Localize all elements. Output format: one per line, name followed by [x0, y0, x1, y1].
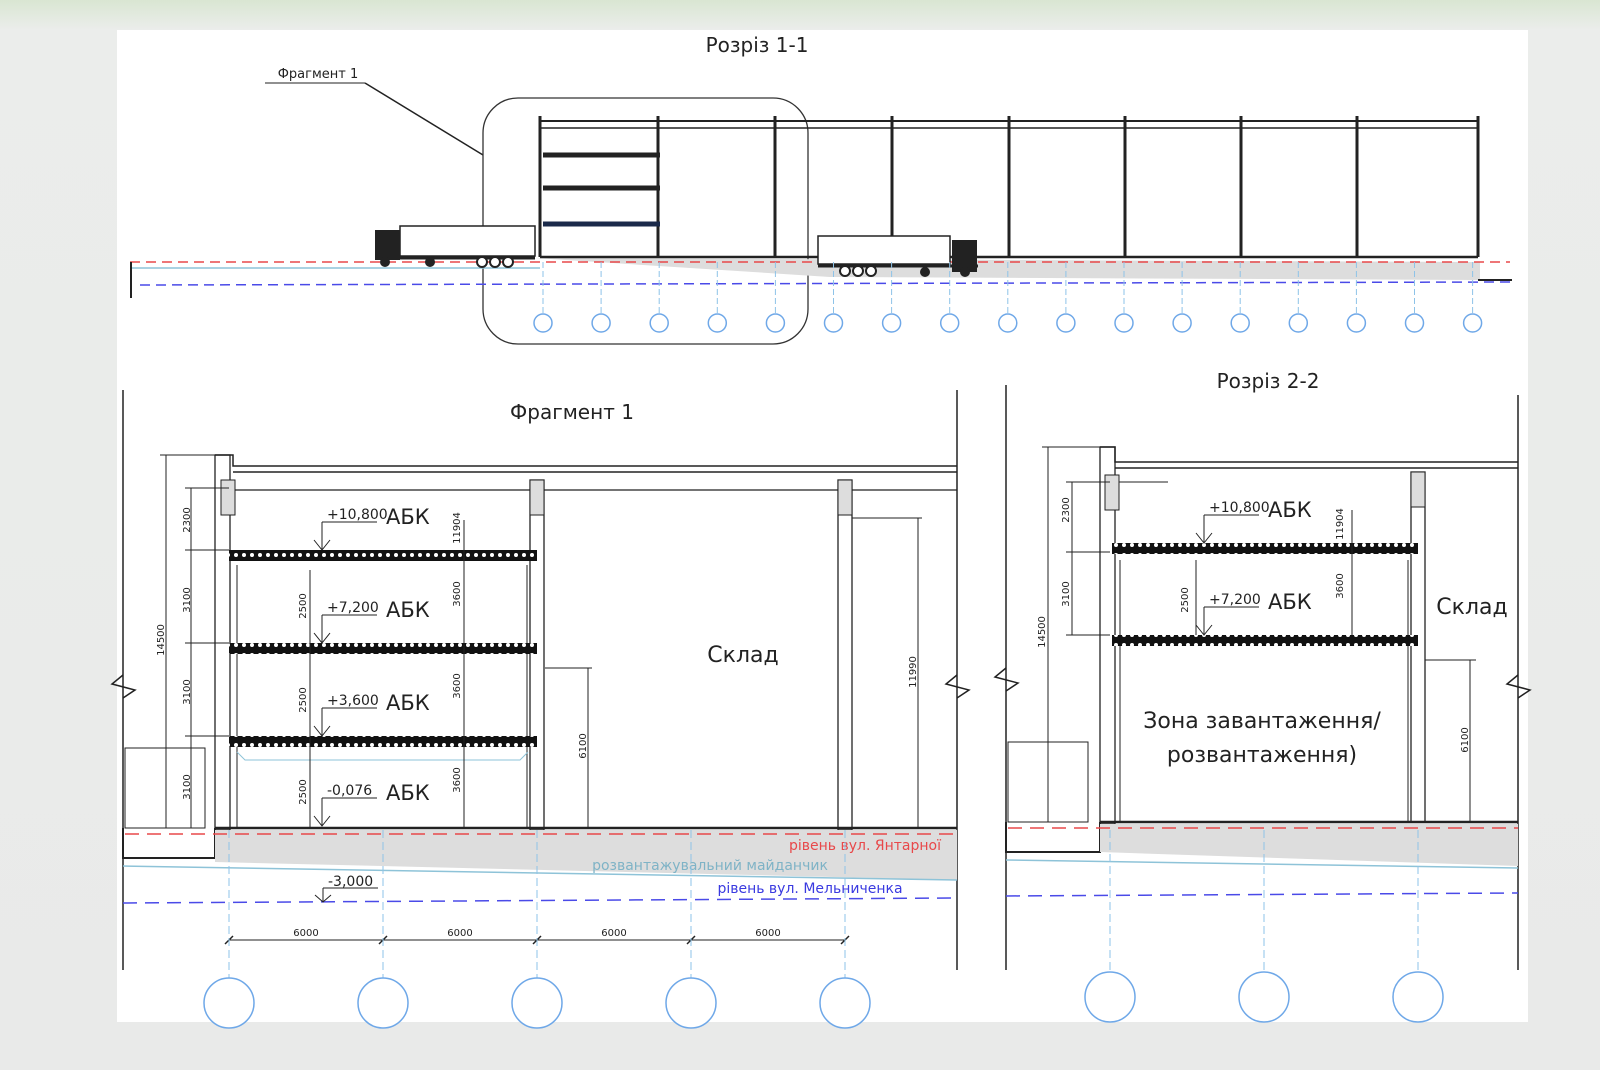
dim-total: 14500 [156, 624, 167, 656]
section-1-title: Розріз 1-1 [706, 33, 809, 57]
section-1-1: Розріз 1-1 Фрагмент 1 [130, 33, 1512, 345]
grid-axis-marker [1238, 971, 1290, 1023]
loading-area-label: розвантажувальний майданчик [592, 858, 828, 874]
grid-axis-marker [591, 313, 611, 333]
grid-axis-marker [1114, 313, 1134, 333]
level-label: АБК [386, 505, 430, 529]
span-dimension: 6000 [601, 928, 626, 939]
grid-axis-marker [357, 977, 409, 1029]
dim-text: 2300 [1061, 497, 1072, 522]
fragment-callout-label: Фрагмент 1 [278, 67, 359, 82]
section-2-title: Розріз 2-2 [1217, 369, 1320, 393]
level-elevation: +3,600 [327, 693, 379, 709]
grid-axis-marker [819, 977, 871, 1029]
level-label: АБК [1268, 590, 1312, 614]
floor-slab [229, 550, 537, 561]
dim-total-2: 14500 [1037, 616, 1048, 648]
grid-axis-marker [1404, 313, 1425, 333]
dim-text: 2500 [298, 593, 309, 618]
level-melnychenka-label: рівень вул. Мельниченка [717, 881, 902, 897]
grid-axis-marker [649, 313, 669, 333]
span-dimension: 6000 [447, 928, 472, 939]
blue-level-line [139, 281, 1511, 286]
grid-axis-marker [203, 977, 255, 1029]
grid-axis-marker [998, 313, 1018, 333]
level-label: АБК [386, 691, 430, 715]
level-label: АБК [1268, 498, 1312, 522]
dim-text: 11904 [1335, 508, 1346, 540]
floor-slab [1112, 543, 1418, 554]
dim-text: 3600 [452, 581, 463, 606]
grid-axis-marker [881, 313, 902, 333]
dim-text: 2500 [1180, 587, 1191, 612]
ground-elevation: -3,000 [328, 874, 373, 890]
span-dimension: 6000 [755, 928, 780, 939]
dim-text: 3600 [452, 767, 463, 792]
floor-slab [229, 643, 537, 654]
floor-slab [229, 736, 537, 747]
grid-axis-marker [1346, 313, 1367, 333]
grid-axis-marker [1288, 313, 1309, 333]
callout-leader [364, 82, 484, 156]
level-label: АБК [386, 598, 430, 622]
grid-axis-marker [1392, 971, 1444, 1023]
grid-axes-fragment-1 [203, 830, 871, 1029]
dim-text: 3600 [1335, 573, 1346, 598]
dim-text: 3600 [452, 673, 463, 698]
warehouse-label-2: Склад [1436, 595, 1507, 620]
warehouse-label: Склад [707, 643, 778, 668]
dim-text: 6100 [578, 733, 589, 758]
fragment-1-title: Фрагмент 1 [510, 400, 634, 424]
span-dimension: 6000 [293, 928, 318, 939]
grid-axes-section-1 [533, 262, 1483, 333]
level-yantarna-label: рівень вул. Янтарної [789, 838, 941, 854]
level-elevation: +7,200 [327, 600, 379, 616]
grid-axis-marker [1230, 313, 1250, 333]
dim-text: 2500 [298, 687, 309, 712]
level-label: АБК [386, 781, 430, 805]
level-elevation: -0,076 [327, 783, 372, 799]
loading-zone-label-line2: розвантаження) [1167, 743, 1357, 768]
dim-text: 3100 [182, 774, 193, 799]
grid-axes-section-2 [1084, 830, 1444, 1023]
dim-text: 2300 [182, 507, 193, 532]
grid-axis-marker [939, 313, 960, 333]
grid-axis-marker [1056, 313, 1076, 333]
grid-axis-marker [511, 977, 563, 1029]
level-elevation: +10,800 [1209, 500, 1270, 516]
dim-text: 3100 [1061, 581, 1072, 606]
loading-zone-label-line1: Зона завантаження/ [1143, 709, 1381, 734]
dim-text: 11904 [452, 512, 463, 544]
fragment-1-outline [482, 97, 809, 345]
grid-axis-marker [1172, 313, 1192, 333]
grid-axis-marker [665, 977, 717, 1029]
fragment-1-detail: Фрагмент 1 [110, 390, 971, 1029]
dim-text: 6100 [1460, 727, 1471, 752]
grid-axis-marker [707, 313, 728, 333]
grid-axis-marker [765, 313, 786, 333]
grid-axis-marker [823, 313, 844, 333]
level-elevation: +10,800 [327, 507, 388, 523]
grid-axis-marker [1462, 313, 1483, 333]
dim-text: 11990 [908, 656, 919, 688]
building-section [538, 116, 1480, 259]
truck-left [375, 225, 536, 268]
dim-text: 2500 [298, 779, 309, 804]
truck-right [817, 235, 978, 277]
floor-slab [1112, 635, 1418, 646]
grid-axis-marker [533, 313, 553, 333]
dim-text: 3100 [182, 679, 193, 704]
level-elevation: +7,200 [1209, 592, 1261, 608]
grid-axis-marker [1084, 971, 1136, 1023]
dim-text: 3100 [182, 587, 193, 612]
